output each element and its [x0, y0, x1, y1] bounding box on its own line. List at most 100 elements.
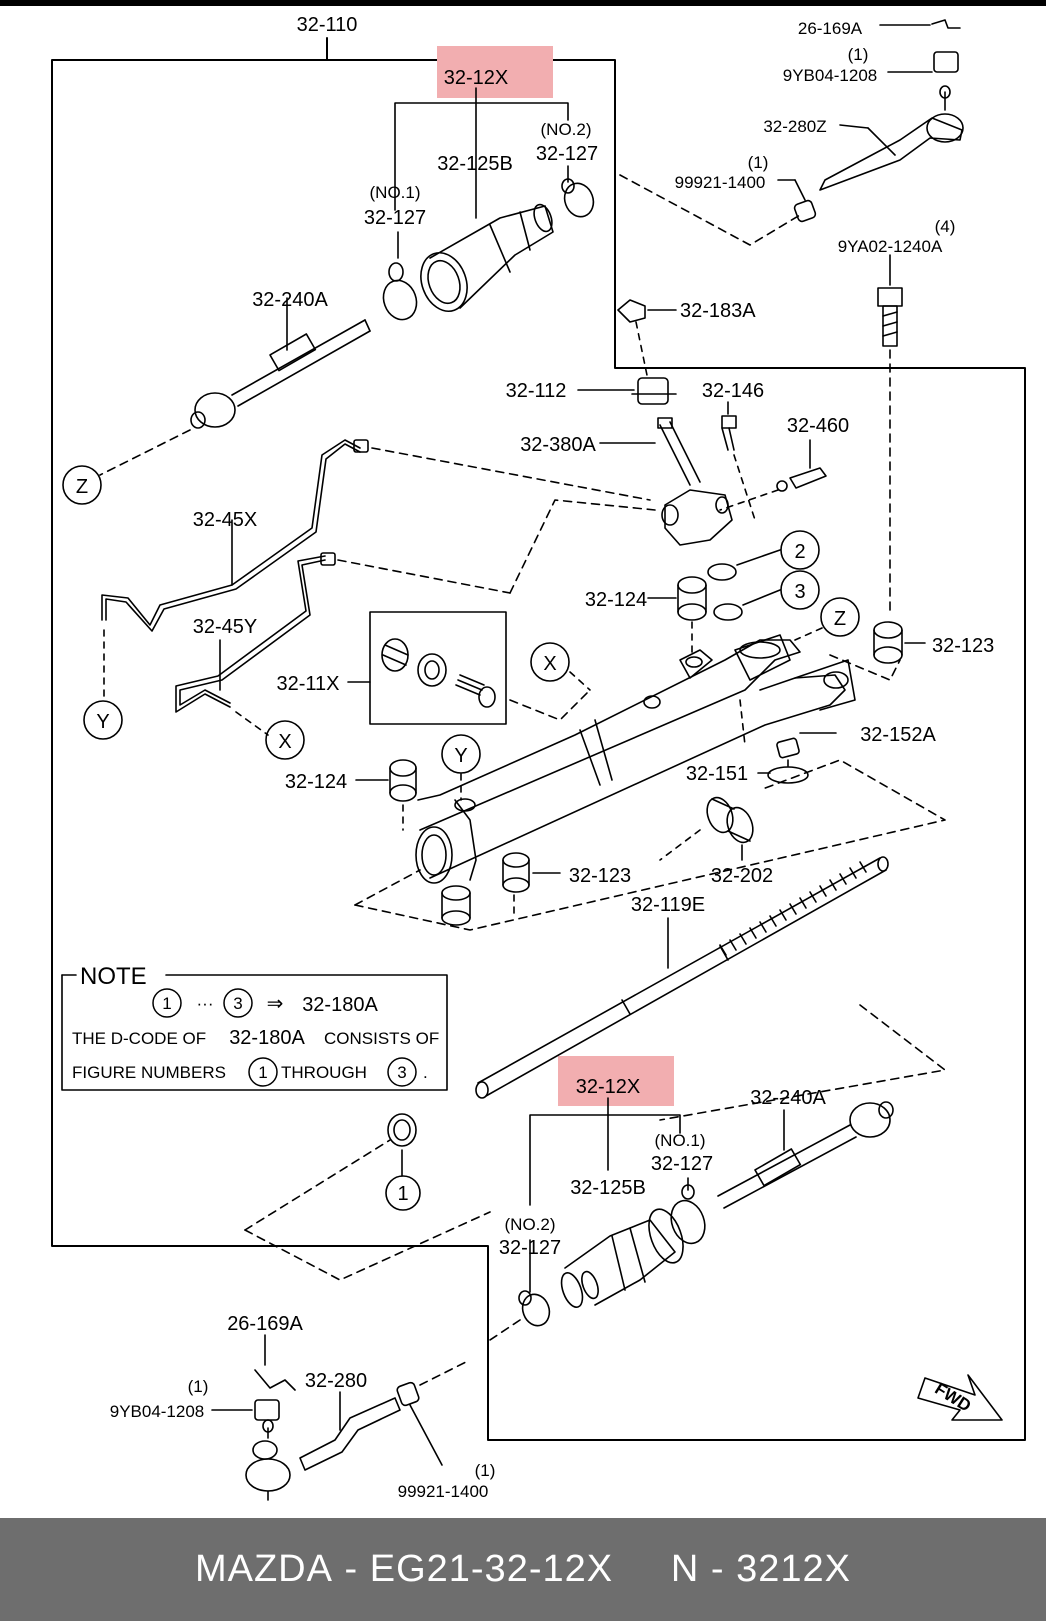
- label-32-127-no2-top: 32-127: [536, 143, 598, 165]
- circle-3: [780, 570, 820, 610]
- circle-z-mid-text: Z: [834, 608, 846, 630]
- highlight-32-12X-top: [437, 46, 553, 98]
- label-32-240A-top: 32-240A: [252, 289, 328, 311]
- note-line3a: FIGURE NUMBERS: [72, 1063, 226, 1082]
- label-32-124-a: 32-124: [585, 589, 647, 611]
- ref-circle-x-mid: [530, 642, 570, 682]
- ring-part-1: [387, 1113, 417, 1147]
- note-line2c: CONSISTS OF: [324, 1029, 439, 1048]
- seal-ring-2: [707, 563, 737, 581]
- circle-x-mid-text: X: [543, 653, 556, 675]
- label-32-12X-top: 32-12X: [444, 67, 509, 89]
- footer-sep2: -: [699, 1548, 737, 1590]
- note-box: [61, 974, 448, 1091]
- washer-32-151: [767, 766, 809, 784]
- pipe-32-45Y: [175, 552, 336, 713]
- note-circle-1-text: 1: [162, 994, 171, 1013]
- clamp-no1-top: [382, 279, 418, 321]
- circle-1-bottom-text: 1: [397, 1183, 408, 1205]
- footer-part-number: EG21-32-12X: [369, 1548, 614, 1590]
- circle-2: [780, 530, 820, 570]
- label-no1-top: (NO.1): [370, 183, 421, 202]
- label-32-127-no1-top: 32-127: [364, 207, 426, 229]
- label-32-112: 32-112: [506, 380, 567, 402]
- bushing-32-123-right: [873, 621, 903, 664]
- note-period: .: [423, 1063, 428, 1082]
- tie-rod-bottom: [717, 1101, 894, 1209]
- label-26-169A-top: 26-169A: [798, 19, 863, 38]
- bolt-32-146: [721, 415, 737, 451]
- label-32-280Z: 32-280Z: [763, 117, 826, 136]
- fitting-32-460: [776, 439, 827, 492]
- nut-32-152A: [776, 737, 800, 759]
- footer-brand: MAZDA: [194, 1548, 333, 1590]
- rack-32-119E: [475, 856, 889, 1099]
- note-circle-1: [152, 988, 182, 1018]
- circle-3-text: 3: [794, 581, 805, 603]
- note-circle-1b-text: 1: [258, 1063, 267, 1082]
- nut-99921-bottom: [396, 1381, 420, 1407]
- clip-32-183A: [617, 299, 646, 323]
- circle-1-bottom: [385, 1175, 421, 1211]
- footer-sep1: -: [332, 1548, 370, 1590]
- circle-z-left-text: Z: [76, 476, 88, 498]
- label-32-124-b: 32-124: [285, 771, 347, 793]
- note-line2a: THE D-CODE OF: [72, 1029, 206, 1048]
- ref-circle-y-left: [83, 700, 123, 740]
- label-32-11X: 32-11X: [276, 673, 339, 695]
- label-32-151: 32-151: [686, 763, 748, 785]
- label-32-110: 32-110: [297, 14, 358, 36]
- footer-gap: [613, 1548, 671, 1591]
- cotter-pin-bottom: [254, 1369, 296, 1391]
- pinion-valve-32-380A: [657, 417, 733, 546]
- note-circle-3b: [387, 1057, 417, 1087]
- nut-9YB04-bottom: [254, 1399, 280, 1421]
- forward-arrow: [917, 1374, 1003, 1421]
- ref-circle-z-left: [62, 465, 102, 505]
- clamp-no1-bottom: [670, 1199, 706, 1245]
- label-qty-4: (4): [935, 217, 956, 236]
- note-dots: ···: [197, 994, 214, 1013]
- circle-x-left-text: X: [278, 731, 291, 753]
- bushing-32-124-top: [677, 576, 707, 621]
- label-no1-bottom: (NO.1): [655, 1131, 706, 1150]
- circle-2-text: 2: [794, 541, 805, 563]
- ref-circle-x-left: [265, 720, 305, 760]
- tie-rod-top: [190, 297, 371, 429]
- note-line2b: 32-180A: [229, 1027, 305, 1049]
- footer-n: N: [670, 1548, 700, 1590]
- label-qty-1-a: (1): [848, 45, 869, 64]
- label-32-127-no2-bottom: 32-127: [499, 1237, 561, 1259]
- label-99921-1400-top: 99921-1400: [675, 173, 766, 192]
- pipe-32-45X: [101, 439, 369, 632]
- nut-99921-top: [793, 199, 817, 223]
- bolt-9YA02: [877, 254, 903, 347]
- part-number-footer: MAZDA - EG21-32-12X N - 3212X: [0, 1518, 1046, 1621]
- label-32-202: 32-202: [711, 865, 773, 887]
- footer-code: 3212X: [736, 1548, 852, 1590]
- tie-rod-end-bottom: [245, 1391, 401, 1501]
- label-26-169A-bottom: 26-169A: [227, 1313, 303, 1335]
- note-circle-3: [223, 988, 253, 1018]
- label-no2-bottom: (NO.2): [505, 1215, 556, 1234]
- label-9YA02-1240A: 9YA02-1240A: [838, 237, 943, 256]
- label-32-45X: 32-45X: [193, 509, 258, 531]
- pinion-seal-32-112: [631, 377, 677, 405]
- label-32-183A: 32-183A: [680, 300, 756, 322]
- label-32-152A: 32-152A: [860, 724, 936, 746]
- label-32-119E: 32-119E: [631, 894, 705, 916]
- note-circle-3-text: 3: [233, 994, 242, 1013]
- label-no2-top: (NO.2): [541, 120, 592, 139]
- label-32-123-right: 32-123: [932, 635, 994, 657]
- kit-box-32-11X: [369, 611, 507, 725]
- nut-9YB04-top: [933, 51, 959, 73]
- bushing-32-123-low: [502, 852, 530, 893]
- bushing-32-124-low: [389, 759, 417, 802]
- label-32-12X-bottom: 32-12X: [576, 1076, 641, 1098]
- note-circle-1b: [248, 1057, 278, 1087]
- top-border: [0, 0, 1046, 6]
- seal-ring-3: [713, 603, 743, 621]
- note-circle-3b-text: 3: [397, 1063, 406, 1082]
- label-32-125B-top: 32-125B: [437, 153, 513, 175]
